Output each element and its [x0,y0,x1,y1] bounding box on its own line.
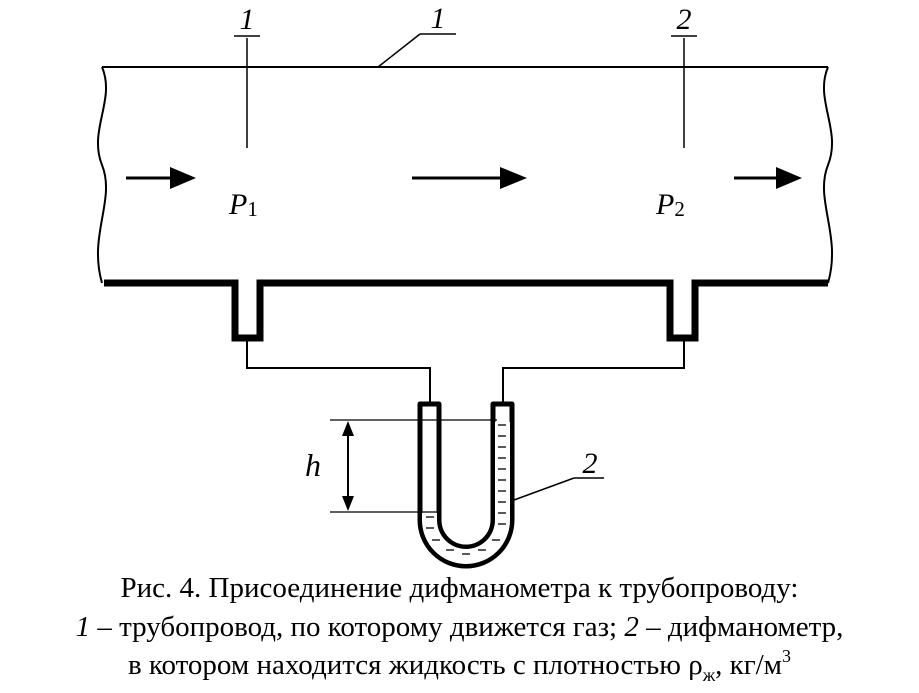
pressure-label-p2: P2 [655,188,685,221]
caption-unit: , кг/м [715,649,783,681]
caption-text-2: – дифманометр, [638,611,844,643]
caption-ref-1: 1 [75,611,91,643]
figure-caption-line-3: в котором находится жидкость с плотность… [0,647,919,693]
callout-label-1-pipe: 1 [431,2,446,35]
pipe-bottom-wall [104,279,828,342]
pipe-leader [377,33,421,68]
pressure-label-p1: P1 [228,188,258,221]
flow-arrow-1 [126,167,196,189]
figure-caption-line-1: Рис. 4. Присоединение дифманометра к тру… [120,572,799,604]
callout-label-2-manometer: 2 [583,447,598,480]
connecting-tube-left [246,338,431,405]
caption-text-3: в котором находится жидкость с плотность… [127,649,703,681]
u-tube-manometer [417,401,515,569]
height-label: h [305,447,321,483]
caption-text-1: – трубопровод, по которому движется газ; [90,611,625,643]
caption-density-sub: ж [702,664,716,685]
callout-label-1-left: 1 [240,3,255,36]
connecting-tube-right [502,338,685,405]
manometer-diagram: 1 1 2 2 P1 P2 h [97,2,833,569]
flow-arrow-3 [734,167,802,189]
caption-unit-sup: 3 [782,646,792,666]
manometer-leader [513,477,575,501]
height-dimension-arrow [342,421,354,511]
pipe-left-break [97,66,107,284]
figure-caption-line-2: 1 – трубопровод, по которому движется га… [0,609,919,645]
pipe-right-break [823,66,833,284]
flow-arrow-2 [412,167,527,189]
caption-ref-2: 2 [624,611,639,643]
callout-label-2-top: 2 [677,3,692,36]
